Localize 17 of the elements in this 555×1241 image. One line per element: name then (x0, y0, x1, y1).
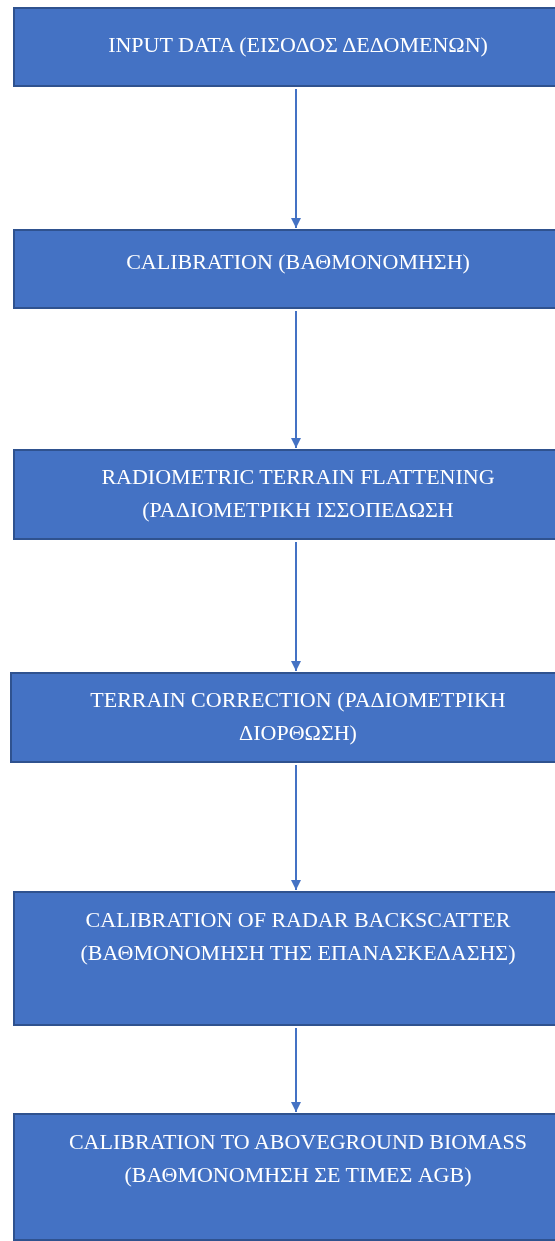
step-label: CALIBRATION (ΒΑΘΜΟΝΟΜΗΣΗ) (125, 248, 471, 276)
step-label: CALIBRATION OF RADAR BACKSCATTER (ΒΑΘΜΟΝΟΜΗΣΗ ΤΗΣ ΕΠΑΝΑΣΚΕΔΑΣΗΣ) (79, 906, 517, 967)
process-box (13, 449, 555, 540)
arrow (291, 541, 301, 672)
process-box (13, 1113, 555, 1241)
step-label: RADIOMETRIC TERRAIN FLATTENING (ΡΑΔΙΟΜΕΤΡΙΚΗ ΙΣΣΟΠΕΔΩΣΗ (100, 463, 496, 524)
step-label: TERRAIN CORRECTION (ΡΑΔΙΟΜΕΤΡΙΚΗ ΔΙΟΡΘΩΣΗ) (89, 686, 507, 747)
arrow (291, 764, 301, 891)
process-box (10, 672, 555, 763)
arrow (291, 310, 301, 449)
arrow (291, 1027, 301, 1113)
process-box (13, 7, 555, 87)
process-box (13, 891, 555, 1026)
process-box (13, 229, 555, 309)
step-label: INPUT DATA (ΕΙΣΟΔΟΣ ΔΕΔΟΜΕΝΩΝ) (107, 31, 489, 59)
step-label: CALIBRATION TO ABOVEGROUND BIOMASS (ΒΑΘΜΟΝΟΜΗΣΗ ΣΕ ΤΙΜΕΣ AGB) (67, 1128, 529, 1189)
arrow (291, 88, 301, 229)
